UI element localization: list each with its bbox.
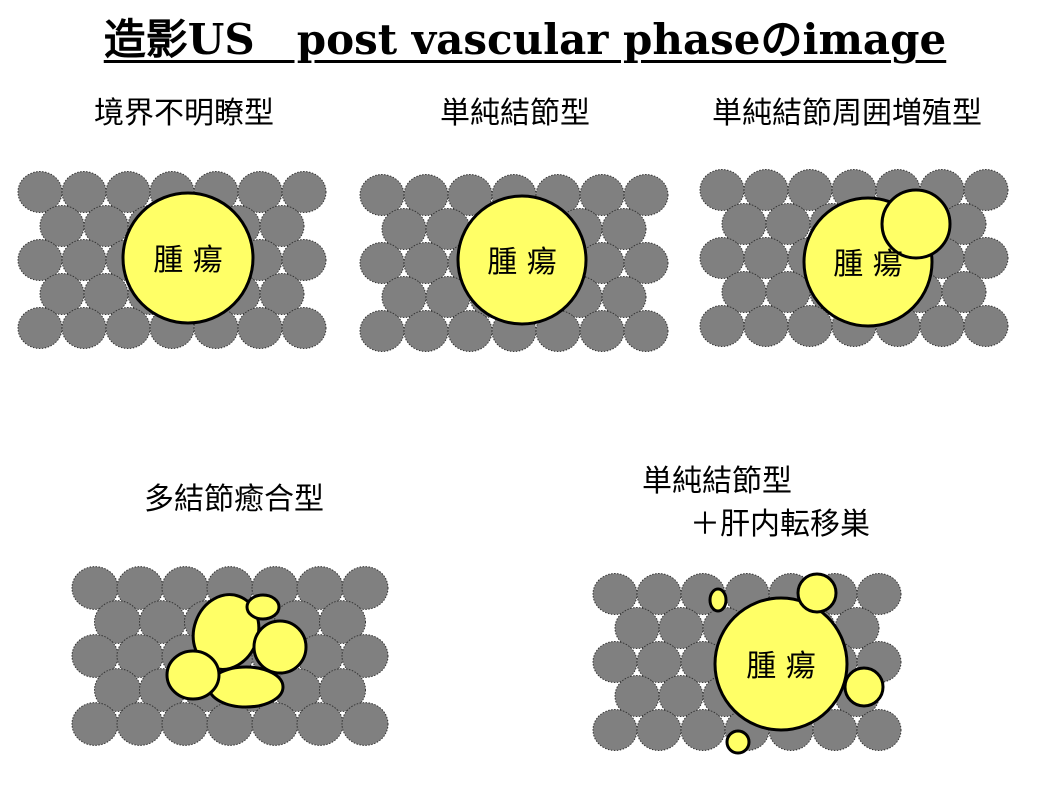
liver-cell [592,641,638,683]
tumor-nodule [456,194,588,326]
tumor-text: 腫 瘍 [487,245,557,280]
liver-cell [281,307,327,349]
tumor-text: 腫 瘍 [746,649,816,684]
liver-cell [447,310,493,352]
tumor-panel-1: 腫 瘍 [121,191,255,325]
liver-cell [206,702,254,746]
liver-cell [105,307,151,349]
tumor-panel-2: 腫 瘍 [456,194,588,326]
liver-cell [341,566,389,610]
liver-cell [963,305,1009,347]
metastasis [843,666,885,708]
liver-cell [319,668,366,712]
metastasis [725,729,751,755]
tumor-panel-5: 腫 瘍 [708,572,885,755]
liver-cell [296,702,344,746]
liver-cell [161,702,209,746]
liver-cells-panel-4 [71,566,389,746]
liver-cell [743,305,789,347]
liver-cell [259,205,305,247]
liver-cell [636,709,682,751]
liver-cell [856,709,902,751]
tumor-nodule [713,596,849,732]
liver-cell [71,702,119,746]
liver-cell [699,237,745,279]
tumor-nodule [121,191,255,325]
liver-cell [699,305,745,347]
liver-cell [941,271,987,313]
liver-cell [17,239,63,281]
liver-cell [699,169,745,211]
liver-cell [17,171,63,213]
liver-cell [281,171,327,213]
liver-cell [259,273,305,315]
liver-cell [963,169,1009,211]
label-simple-nodular-2: 単純結節型 [642,464,792,499]
metastasis [708,587,728,613]
liver-cell [359,174,405,216]
liver-cell [359,310,405,352]
liver-cell [963,237,1009,279]
liver-cell [281,239,327,281]
liver-cell [579,310,625,352]
nodule [245,593,281,621]
liver-cell [680,709,726,751]
liver-cell [251,702,299,746]
metastasis [796,572,838,614]
liver-cell [623,310,669,352]
liver-cell [17,307,63,349]
liver-cell [601,208,647,250]
label-confluent-multinodular: 多結節癒合型 [144,482,324,517]
liver-cell [601,276,647,318]
liver-cell [623,242,669,284]
tumor-panel-4 [165,593,308,709]
page-title: 造影US post vascular phaseのimage [103,15,947,64]
liver-cell [623,174,669,216]
label-intrahepatic-metastasis: ＋肝内転移巣 [690,507,870,542]
label-simple-nodular: 単純結節型 [440,96,590,131]
liver-cell [319,600,366,644]
label-ill-defined: 境界不明瞭型 [94,96,274,131]
nodule [165,649,221,701]
liver-cell [237,307,283,349]
liver-cell [116,702,164,746]
tumor-text: 腫 瘍 [833,247,903,282]
tumor-text: 腫 瘍 [153,243,223,278]
extranodular-nodule [880,188,952,260]
liver-cell [341,702,389,746]
liver-cell [592,573,638,615]
liver-cell [359,242,405,284]
liver-cell [592,709,638,751]
liver-cell [61,307,107,349]
label-simple-nodular-extranodular: 単純結節周囲増殖型 [712,96,982,131]
liver-cell [341,634,389,678]
liver-cell [403,310,449,352]
liver-cell [856,573,902,615]
tumor-panel-3: 腫 瘍 [802,188,952,328]
nodule [252,619,308,675]
liver-cell [919,305,965,347]
